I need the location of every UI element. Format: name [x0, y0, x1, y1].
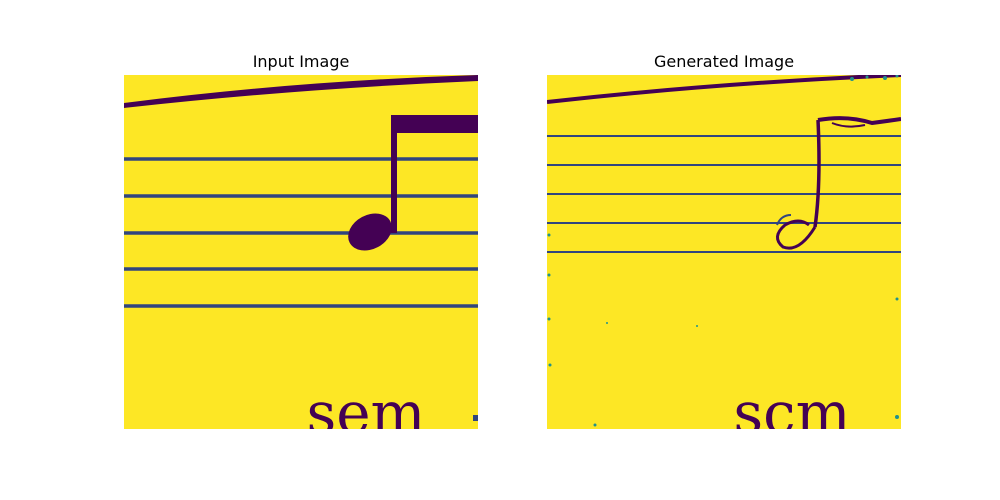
generated-image-title: Generated Image — [653, 52, 795, 71]
generated-image-panel: scm — [547, 75, 901, 429]
input-image: sem — [124, 75, 478, 429]
note-beam — [391, 115, 478, 133]
edge-mark — [473, 415, 478, 421]
input-image-title: Input Image — [252, 52, 350, 71]
edge-noise — [850, 75, 899, 81]
note-beam — [817, 116, 901, 126]
image-background — [124, 75, 478, 429]
caption-text: scm — [733, 379, 850, 429]
note-head — [348, 213, 392, 251]
note-stem — [391, 115, 397, 233]
image-noise — [547, 233, 899, 427]
input-image-panel: sem — [124, 75, 478, 429]
caption-text: sem — [306, 379, 425, 429]
generated-image: scm — [547, 75, 901, 429]
page-edge — [124, 75, 478, 108]
note-head — [776, 219, 817, 250]
note-stem — [813, 119, 821, 228]
